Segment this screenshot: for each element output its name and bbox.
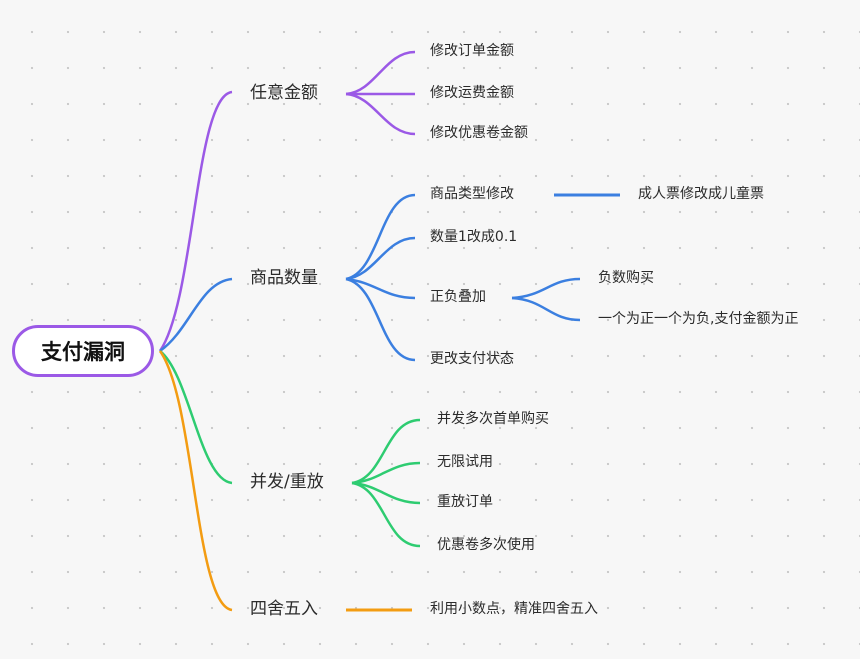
leaf-node[interactable]: 无限试用 xyxy=(437,454,493,470)
root-node[interactable]: 支付漏洞 xyxy=(12,325,154,377)
edge-b1-c1 xyxy=(345,236,416,281)
leaf-node[interactable]: 利用小数点，精准四舍五入 xyxy=(430,601,598,617)
edge-b2-c3 xyxy=(351,481,421,548)
leaf-node[interactable]: 成人票修改成儿童票 xyxy=(638,186,764,202)
edge-b1-c2 xyxy=(345,277,416,300)
leaf-node[interactable]: 修改运费金额 xyxy=(430,85,514,101)
edge-root-branch-2 xyxy=(159,350,233,485)
edge-b1-c2-g1 xyxy=(511,296,581,322)
leaf-node[interactable]: 优惠卷多次使用 xyxy=(437,537,535,553)
edge-root-branch-3 xyxy=(158,350,233,612)
edge-root-branch-1 xyxy=(159,277,233,353)
edge-b1-c0 xyxy=(345,193,416,281)
edge-root-branch-0 xyxy=(158,90,233,352)
leaf-node[interactable]: 商品类型修改 xyxy=(430,186,514,202)
branch-node-quantity[interactable]: 商品数量 xyxy=(250,268,318,288)
edge-b2-c1 xyxy=(351,461,421,485)
root-label: 支付漏洞 xyxy=(41,340,125,364)
leaf-node[interactable]: 重放订单 xyxy=(437,494,493,510)
leaf-node[interactable]: 更改支付状态 xyxy=(430,351,514,367)
branch-node-amount[interactable]: 任意金额 xyxy=(250,83,318,103)
branch-node-concurrency[interactable]: 并发/重放 xyxy=(250,472,324,492)
leaf-node[interactable]: 数量1改成0.1 xyxy=(430,229,518,245)
leaf-node[interactable]: 正负叠加 xyxy=(430,289,486,305)
edge-b2-c0 xyxy=(351,418,421,485)
leaf-node[interactable]: 并发多次首单购买 xyxy=(437,411,549,427)
leaf-node[interactable]: 负数购买 xyxy=(598,270,654,286)
leaf-node[interactable]: 修改优惠卷金额 xyxy=(430,125,528,141)
edge-b1-c3 xyxy=(345,277,416,362)
edge-b0-c2 xyxy=(345,92,416,136)
branch-node-rounding[interactable]: 四舍五入 xyxy=(250,599,318,619)
edge-b1-c2-g0 xyxy=(511,277,581,300)
leaf-node[interactable]: 修改订单金额 xyxy=(430,43,514,59)
edge-b0-c0 xyxy=(345,50,416,96)
leaf-node[interactable]: 一个为正一个为负,支付金额为正 xyxy=(598,311,799,327)
